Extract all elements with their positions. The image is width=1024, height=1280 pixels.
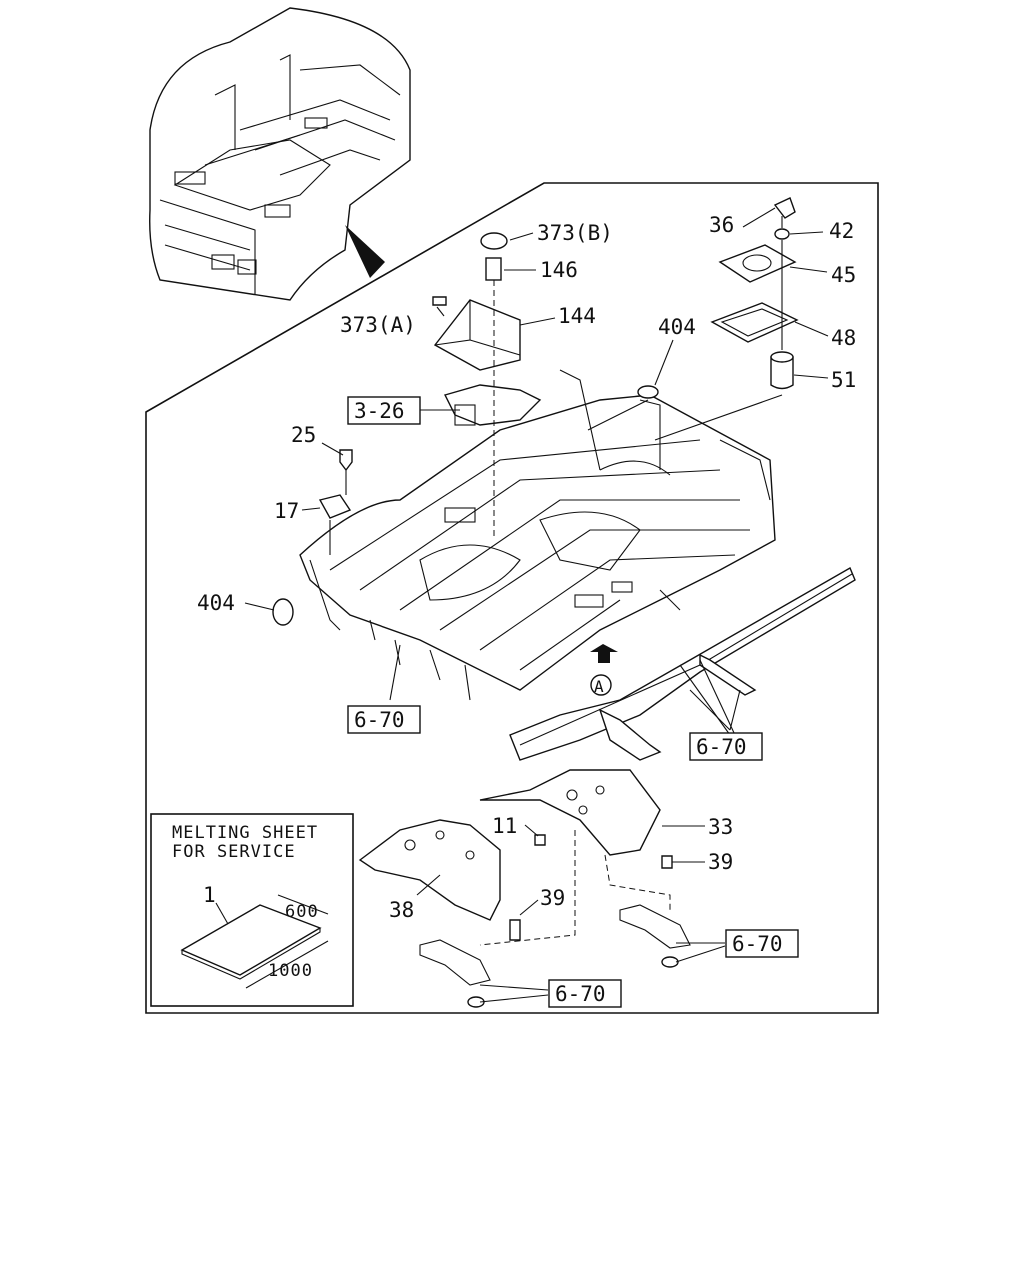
callout-25: 25 bbox=[291, 423, 316, 447]
floor-panel bbox=[299, 369, 776, 701]
callout-48: 48 bbox=[831, 326, 856, 350]
callout-38: 38 bbox=[389, 898, 414, 922]
frame-rail bbox=[509, 566, 856, 761]
callout-36: 36 bbox=[709, 213, 734, 237]
callout-144: 144 bbox=[558, 304, 596, 328]
inset-callout-1: 1 bbox=[203, 883, 216, 907]
callout-39-left: 39 bbox=[540, 886, 565, 910]
lower-parts bbox=[358, 769, 691, 1008]
ref-6-70-bottom: 6-70 bbox=[555, 982, 606, 1006]
view-a-marker: A bbox=[590, 644, 618, 696]
ref-6-70-right: 6-70 bbox=[732, 932, 783, 956]
ref-box-3-26 bbox=[347, 396, 421, 425]
ref-box-6-70-right bbox=[725, 929, 799, 958]
inset-title-line2: FOR SERVICE bbox=[172, 842, 296, 862]
ref-3-26: 3-26 bbox=[354, 399, 405, 423]
dimension-length: 1000 bbox=[268, 961, 313, 981]
dimension-width: 600 bbox=[285, 902, 319, 922]
callout-labels: 373(B) 146 373(A) 144 36 42 45 48 51 404… bbox=[197, 213, 856, 922]
view-a-circle bbox=[590, 674, 612, 696]
ref-6-70-left: 6-70 bbox=[354, 708, 405, 732]
callout-45: 45 bbox=[831, 263, 856, 287]
reference-boxes: 3-26 6-70 6-70 6-70 6-70 bbox=[347, 396, 799, 1008]
callout-51: 51 bbox=[831, 368, 856, 392]
callout-373b: 373(B) bbox=[537, 221, 613, 245]
callout-33: 33 bbox=[708, 815, 733, 839]
ref-6-70-frame: 6-70 bbox=[696, 735, 747, 759]
diagram-frame bbox=[145, 182, 879, 1014]
upper-center-parts bbox=[432, 232, 542, 540]
leader-lines bbox=[244, 207, 829, 1003]
callout-11: 11 bbox=[492, 814, 517, 838]
callout-404-left: 404 bbox=[197, 591, 235, 615]
vehicle-overview bbox=[149, 7, 411, 301]
ref-box-6-70-left bbox=[347, 705, 421, 734]
callout-39-right: 39 bbox=[708, 850, 733, 874]
ref-box-6-70-bottom bbox=[548, 979, 622, 1008]
upper-right-parts bbox=[587, 197, 799, 441]
callout-17: 17 bbox=[274, 499, 299, 523]
ref-box-6-70-frame bbox=[689, 732, 763, 761]
callout-42: 42 bbox=[829, 219, 854, 243]
left-parts bbox=[272, 449, 353, 626]
view-a-letter: A bbox=[594, 677, 604, 696]
callout-404-top: 404 bbox=[658, 315, 696, 339]
inset-title-line1: MELTING SHEET bbox=[172, 823, 318, 843]
callout-146: 146 bbox=[540, 258, 578, 282]
melting-sheet-inset: MELTING SHEET FOR SERVICE 1 600 1000 bbox=[150, 813, 354, 1007]
callout-373a: 373(A) bbox=[340, 313, 416, 337]
inset-frame bbox=[150, 813, 354, 1007]
